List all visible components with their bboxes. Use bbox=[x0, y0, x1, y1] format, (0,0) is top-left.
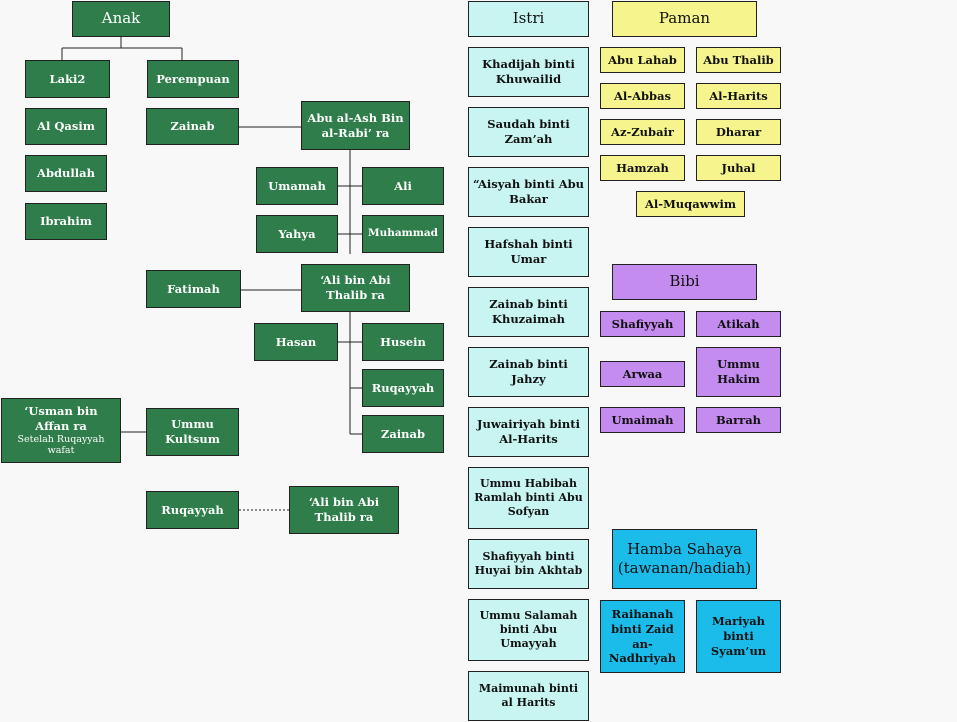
perempuan-label: Perempuan bbox=[147, 60, 239, 98]
istri-item: Ummu Salamah binti Abu Umayyah bbox=[468, 599, 589, 661]
usman-name: ‘Usman bin Affan ra bbox=[24, 404, 98, 434]
paman-item: Al-Abbas bbox=[600, 83, 685, 109]
grandchild-muhammad: Muhammad bbox=[362, 215, 444, 253]
istri-item: Hafshah binti Umar bbox=[468, 227, 589, 277]
paman-item: Al-Muqawwim bbox=[636, 191, 745, 217]
istri-item: Ummu Habibah Ramlah binti Abu Sofyan bbox=[468, 467, 589, 529]
bibi-header: Bibi bbox=[612, 264, 757, 300]
istri-header: Istri bbox=[468, 1, 589, 37]
hamba-sahaya-header: Hamba Sahaya (tawanan/hadiah) bbox=[612, 529, 757, 589]
daughter-ummu-kultsum: Ummu Kultsum bbox=[146, 408, 239, 456]
grandchild-ruqayyah: Ruqayyah bbox=[362, 369, 444, 407]
bibi-item: Atikah bbox=[696, 311, 781, 337]
grandchild-yahya: Yahya bbox=[256, 215, 338, 253]
grandchild-zainab: Zainab bbox=[362, 415, 444, 453]
daughter-ruqayyah: Ruqayyah bbox=[146, 491, 239, 529]
hamba-item: Raihanah binti Zaid an-Nadhriyah bbox=[600, 600, 685, 673]
paman-item: Juhal bbox=[696, 155, 781, 181]
istri-item: Juwairiyah binti Al-Harits bbox=[468, 407, 589, 457]
spouse-ali-bin-abi-thalib: ‘Ali bin Abi Thalib ra bbox=[301, 264, 410, 312]
spouse-ali-bin-abi-thalib-2: ‘Ali bin Abi Thalib ra bbox=[289, 486, 399, 534]
grandchild-ali: Ali bbox=[362, 167, 444, 205]
paman-item: Abu Lahab bbox=[600, 47, 685, 73]
grandchild-husein: Husein bbox=[362, 323, 444, 361]
paman-item: Al-Harits bbox=[696, 83, 781, 109]
paman-header: Paman bbox=[612, 1, 757, 37]
usman-note: Setelah Ruqayyah wafat bbox=[17, 434, 105, 457]
daughter-zainab: Zainab bbox=[146, 108, 239, 145]
bibi-item: Shafiyyah bbox=[600, 311, 685, 337]
hamba-item: Mariyah binti Syam’un bbox=[696, 600, 781, 673]
paman-item: Dharar bbox=[696, 119, 781, 145]
paman-item: Az-Zubair bbox=[600, 119, 685, 145]
istri-item: Zainab binti Khuzaimah bbox=[468, 287, 589, 337]
son-abdullah: Abdullah bbox=[25, 155, 107, 192]
istri-item: Shafiyyah binti Huyai bin Akhtab bbox=[468, 539, 589, 589]
daughter-fatimah: Fatimah bbox=[146, 270, 241, 308]
spouse-usman-bin-affan: ‘Usman bin Affan ra Setelah Ruqayyah waf… bbox=[1, 398, 121, 463]
istri-item: Zainab binti Jahzy bbox=[468, 347, 589, 397]
spouse-abu-al-ash: Abu al-Ash Bin al-Rabi’ ra bbox=[301, 101, 410, 150]
istri-item: “Aisyah binti Abu Bakar bbox=[468, 167, 589, 217]
bibi-item: Barrah bbox=[696, 407, 781, 433]
bibi-item: Arwaa bbox=[600, 361, 685, 387]
paman-item: Abu Thalib bbox=[696, 47, 781, 73]
istri-item: Saudah binti Zam’ah bbox=[468, 107, 589, 157]
istri-item: Khadijah binti Khuwailid bbox=[468, 47, 589, 97]
bibi-item: Ummu Hakim bbox=[696, 347, 781, 397]
bibi-item: Umaimah bbox=[600, 407, 685, 433]
laki-label: Laki2 bbox=[25, 60, 110, 98]
grandchild-umamah: Umamah bbox=[256, 167, 338, 205]
anak-header: Anak bbox=[72, 1, 170, 37]
grandchild-hasan: Hasan bbox=[254, 323, 338, 361]
son-al-qasim: Al Qasim bbox=[25, 108, 107, 145]
istri-item: Maimunah binti al Harits bbox=[468, 671, 589, 721]
paman-item: Hamzah bbox=[600, 155, 685, 181]
son-ibrahim: Ibrahim bbox=[25, 203, 107, 240]
